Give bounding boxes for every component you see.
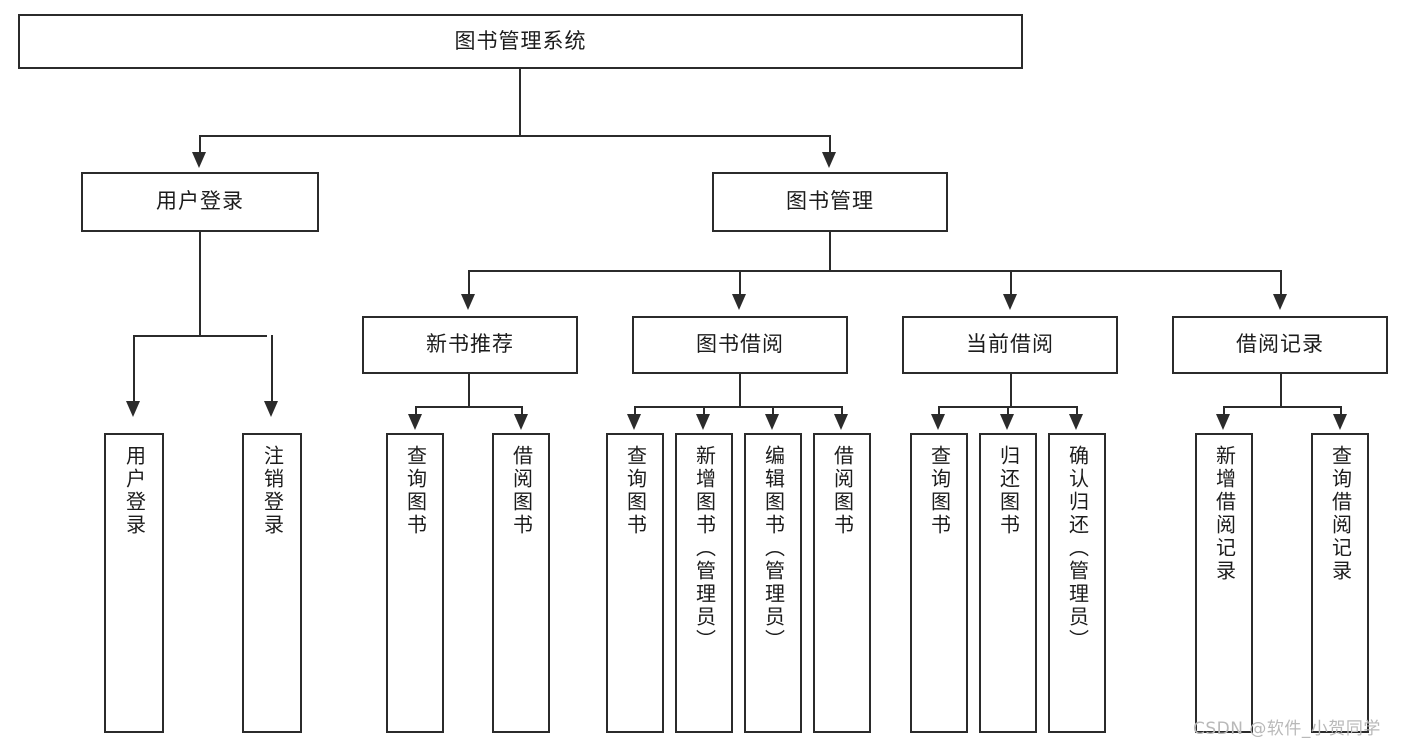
arrow-bm-to-borrow-book: [732, 294, 746, 310]
arrow-cb-leaf-2: [1000, 414, 1014, 430]
node-book-borrowing[interactable]: 图书借阅: [632, 316, 848, 374]
arrow-root-to-user-login: [192, 152, 206, 168]
leaf-user-login[interactable]: 用户登录: [104, 433, 164, 733]
connector-new-book-stem: [468, 374, 470, 407]
arrow-cb-leaf-3: [1069, 414, 1083, 430]
arrow-bm-to-borrow-record: [1273, 294, 1287, 310]
leaf-label: 编辑图书（管理员）: [761, 445, 786, 652]
connector-new-book-bus: [415, 406, 523, 408]
node-user-login[interactable]: 用户登录: [81, 172, 319, 232]
connector-cb-branch-2: [1007, 406, 1009, 416]
arrow-user-login-leaf-1: [126, 401, 140, 417]
leaf-query-borrow-record[interactable]: 查询借阅记录: [1311, 433, 1369, 733]
leaf-confirm-return-admin[interactable]: 确认归还（管理员）: [1048, 433, 1106, 733]
connector-borrow-record-bus: [1223, 406, 1341, 408]
leaf-logout[interactable]: 注销登录: [242, 433, 302, 733]
leaf-add-book-admin[interactable]: 新增图书（管理员）: [675, 433, 733, 733]
connector-bm-to-new-book: [468, 270, 470, 296]
leaf-label: 注销登录: [260, 445, 285, 537]
connector-cb-branch-3: [1076, 406, 1078, 416]
connector-user-login-bus: [133, 335, 267, 337]
leaf-label: 借阅图书: [509, 445, 534, 537]
arrow-bm-to-new-book: [461, 294, 475, 310]
arrow-user-login-leaf-2: [264, 401, 278, 417]
leaf-label: 归还图书: [996, 445, 1021, 537]
connector-bm-to-current-borrow: [1010, 270, 1012, 296]
leaf-query-book-current[interactable]: 查询图书: [910, 433, 968, 733]
arrow-cb-leaf-1: [931, 414, 945, 430]
arrow-br-leaf-1: [1216, 414, 1230, 430]
connector-root-stem: [519, 69, 521, 136]
arrow-bb-leaf-1: [627, 414, 641, 430]
connector-cb-branch-1: [938, 406, 940, 416]
connector-bm-to-borrow-book: [739, 270, 741, 296]
connector-br-branch-1: [1223, 406, 1225, 416]
connector-book-management-stem: [829, 232, 831, 271]
leaf-label: 新增图书（管理员）: [692, 445, 717, 652]
connector-root-to-user-login: [199, 135, 201, 155]
leaf-label: 借阅图书: [830, 445, 855, 537]
connector-user-login-branch-1: [133, 335, 135, 403]
node-current-borrowing[interactable]: 当前借阅: [902, 316, 1118, 374]
leaf-label: 新增借阅记录: [1212, 445, 1237, 583]
leaf-return-book[interactable]: 归还图书: [979, 433, 1037, 733]
connector-root-bus: [199, 135, 831, 137]
node-new-book-recommendation[interactable]: 新书推荐: [362, 316, 578, 374]
leaf-label: 查询借阅记录: [1328, 445, 1353, 583]
arrow-bm-to-current-borrow: [1003, 294, 1017, 310]
connector-book-borrowing-bus: [634, 406, 842, 408]
leaf-borrow-book-new[interactable]: 借阅图书: [492, 433, 550, 733]
leaf-label: 查询图书: [927, 445, 952, 537]
connector-root-to-book-management: [829, 135, 831, 155]
leaf-edit-book-admin[interactable]: 编辑图书（管理员）: [744, 433, 802, 733]
connector-user-login-stem: [199, 232, 201, 336]
connector-user-login-branch-2: [271, 335, 273, 403]
connector-book-borrowing-stem: [739, 374, 741, 407]
connector-new-book-branch-2: [521, 406, 523, 416]
connector-bb-branch-2: [703, 406, 705, 416]
arrow-br-leaf-2: [1333, 414, 1347, 430]
connector-bb-branch-4: [841, 406, 843, 416]
leaf-label: 查询图书: [403, 445, 428, 537]
connector-bb-branch-1: [634, 406, 636, 416]
arrow-new-book-leaf-1: [408, 414, 422, 430]
connector-new-book-branch-1: [415, 406, 417, 416]
arrow-new-book-leaf-2: [514, 414, 528, 430]
arrow-bb-leaf-2: [696, 414, 710, 430]
leaf-add-borrow-record[interactable]: 新增借阅记录: [1195, 433, 1253, 733]
connector-current-borrowing-stem: [1010, 374, 1012, 407]
leaf-query-book-borrowing[interactable]: 查询图书: [606, 433, 664, 733]
leaf-query-book-new[interactable]: 查询图书: [386, 433, 444, 733]
connector-borrow-record-stem: [1280, 374, 1282, 407]
connector-bb-branch-3: [772, 406, 774, 416]
node-book-management[interactable]: 图书管理: [712, 172, 948, 232]
connector-br-branch-2: [1340, 406, 1342, 416]
connector-book-management-bus: [468, 270, 1280, 272]
leaf-borrow-book-borrowing[interactable]: 借阅图书: [813, 433, 871, 733]
leaf-label: 查询图书: [623, 445, 648, 537]
node-root-library-management-system[interactable]: 图书管理系统: [18, 14, 1023, 69]
arrow-bb-leaf-3: [765, 414, 779, 430]
leaf-label: 确认归还（管理员）: [1065, 445, 1090, 652]
node-borrowing-record[interactable]: 借阅记录: [1172, 316, 1388, 374]
connector-bm-to-borrow-record: [1280, 270, 1282, 296]
leaf-label: 用户登录: [122, 445, 147, 537]
arrow-root-to-book-management: [822, 152, 836, 168]
arrow-bb-leaf-4: [834, 414, 848, 430]
